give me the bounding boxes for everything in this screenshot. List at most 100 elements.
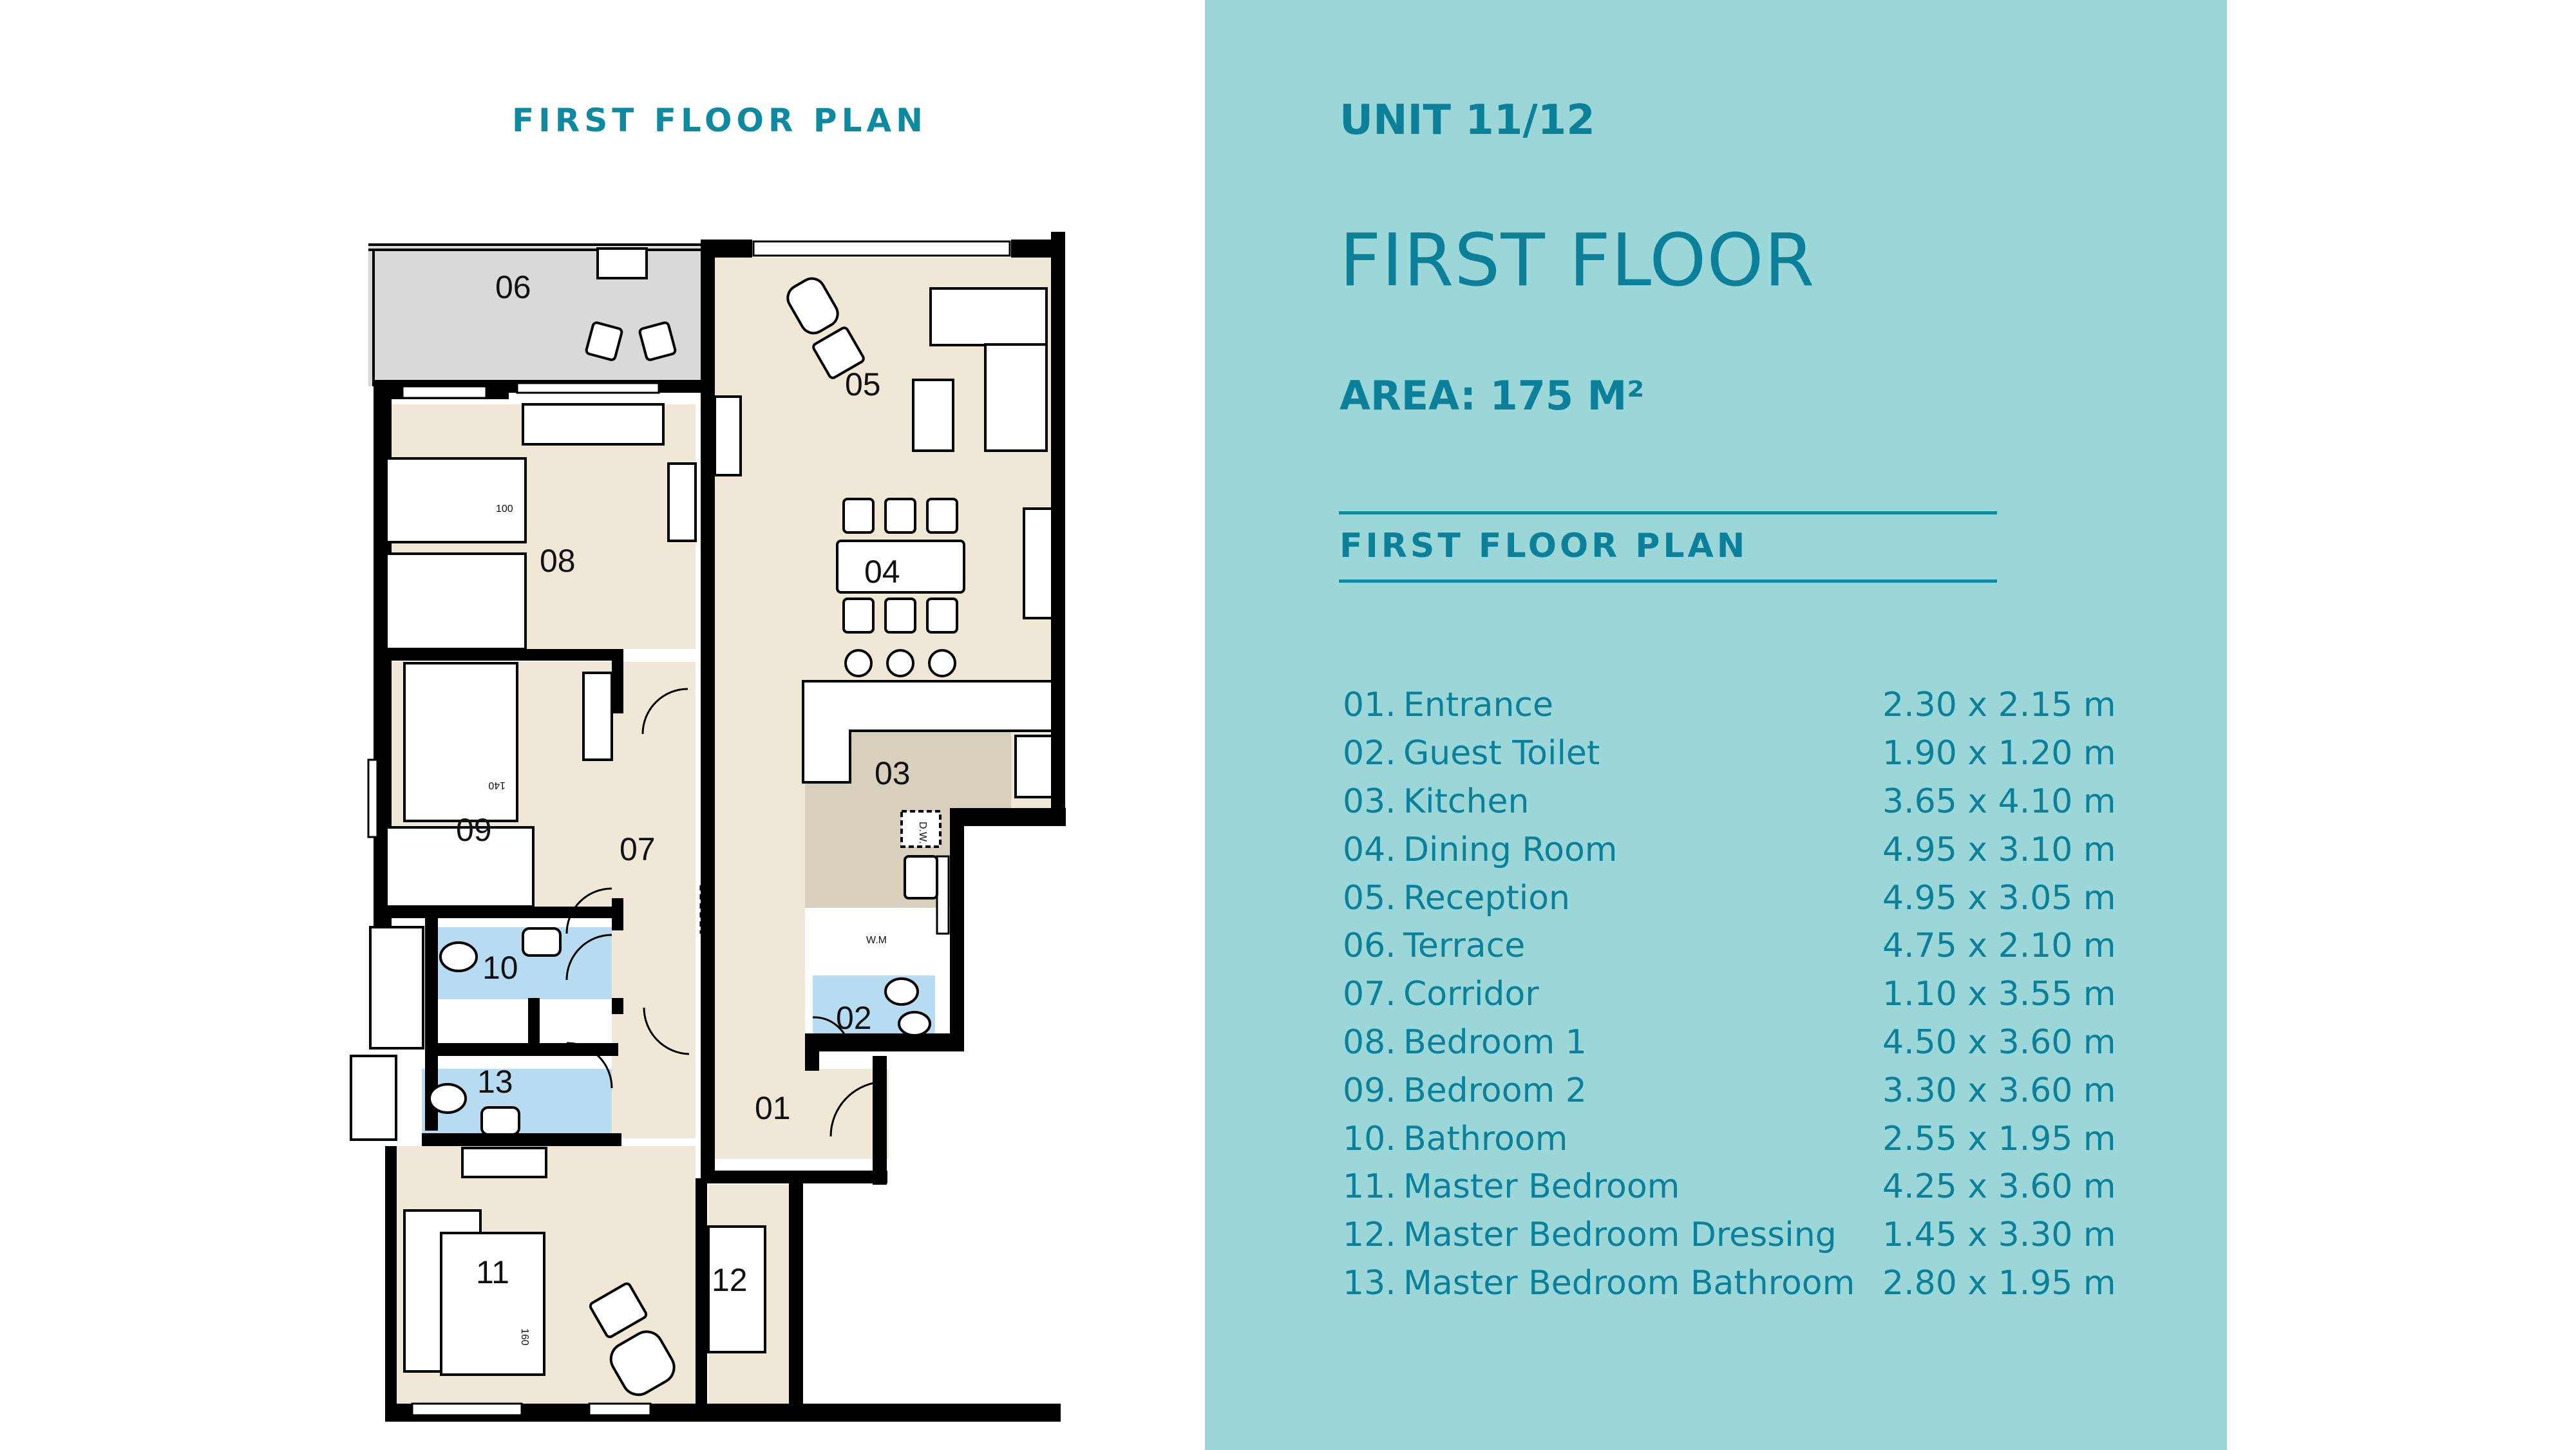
service-shaft: [350, 1055, 397, 1141]
room-label-05: 05: [845, 366, 881, 402]
entrance-floor: [715, 1069, 889, 1159]
bed-08b: [385, 552, 527, 650]
room-name: Master Bedroom Dressing: [1403, 1216, 1837, 1255]
door-corridor: [643, 1007, 690, 1055]
room-label-08: 08: [540, 543, 576, 579]
reception-sofa: [984, 343, 1048, 452]
toilet-02: [898, 1011, 931, 1037]
corridor-floor: [612, 662, 696, 1138]
room-row: 03.Kitchen 3.65 x 4.10 m: [1343, 778, 2141, 826]
unit-info-panel: UNIT 11/12 FIRST FLOOR AREA: 175 M² FIRS…: [1205, 0, 2227, 1450]
kitchen-sink: [904, 855, 938, 899]
furniture: [350, 247, 1054, 1397]
room-dimensions: 2.30 x 2.15 m: [1882, 686, 2116, 725]
room-name: Master Bedroom Bathroom: [1403, 1263, 1855, 1303]
bar-stool: [886, 649, 914, 677]
washing-machine-label: W.M: [866, 935, 887, 946]
terrace-steps: [596, 247, 648, 279]
bed-09: [403, 662, 518, 822]
room-name: Terrace: [1403, 927, 1526, 966]
room-name: Bathroom: [1403, 1119, 1568, 1158]
room-dimensions: 3.30 x 3.60 m: [1882, 1071, 2116, 1110]
room-name: Guest Toilet: [1403, 734, 1600, 773]
room-dimensions: 4.75 x 2.10 m: [1882, 927, 2116, 966]
room-label-10: 10: [482, 950, 518, 986]
room-name: Corridor: [1403, 975, 1539, 1014]
toilet-13: [428, 1083, 467, 1114]
room-dimensions: 4.95 x 3.10 m: [1882, 830, 2116, 869]
bed-08: [385, 457, 527, 543]
room-dimensions: 3.65 x 4.10 m: [1882, 782, 2116, 821]
floor-title: FIRST FLOOR: [1340, 219, 1815, 303]
room-label-04: 04: [864, 554, 900, 590]
desk-08: [667, 462, 697, 542]
floor-plan-heading: FIRST FLOOR PLAN: [512, 102, 927, 139]
toilet-10: [439, 941, 478, 972]
divider-top: [1339, 511, 1997, 514]
unit-area: AREA: 175 M²: [1340, 372, 1645, 419]
vanity-11: [461, 1147, 547, 1178]
room-label-09: 09: [456, 812, 492, 848]
door-09: [641, 688, 688, 735]
reception-desk: [929, 287, 1048, 346]
room-dimensions: 4.50 x 3.60 m: [1882, 1022, 2116, 1062]
dining-chair: [926, 498, 958, 534]
ottoman: [812, 326, 865, 379]
room-label-11: 11: [476, 1254, 509, 1290]
shower-area: [438, 999, 612, 1051]
terrace-floor: [368, 245, 703, 386]
tv-cabinet: [714, 395, 742, 476]
room-dimensions: 4.25 x 3.60 m: [1882, 1167, 2116, 1207]
room-number: 12.: [1343, 1216, 1396, 1255]
terrace-chair: [638, 321, 677, 361]
room-number: 04.: [1343, 830, 1396, 869]
room-name: Bedroom 1: [1403, 1022, 1587, 1062]
sideboard: [1023, 507, 1054, 619]
armchair: [786, 277, 839, 335]
room-name: Kitchen: [1403, 782, 1530, 821]
room-number: 08.: [1343, 1022, 1396, 1062]
room-name: Bedroom 2: [1403, 1071, 1587, 1110]
room-label-07: 07: [620, 831, 656, 867]
dishwasher-label: D.W.: [917, 822, 928, 844]
stove: [1014, 735, 1054, 798]
room-dimensions: 1.45 x 3.30 m: [1882, 1216, 2116, 1255]
room-dimensions: 1.90 x 1.20 m: [1882, 734, 2116, 773]
doors: [565, 688, 886, 1137]
room-number: 05.: [1343, 878, 1396, 918]
room-dimensions: 2.80 x 1.95 m: [1882, 1263, 2116, 1303]
room-name: Reception: [1403, 878, 1570, 918]
wardrobe: [522, 403, 665, 446]
bar-stool: [844, 649, 873, 677]
room-labels: 01 02 03 04 05 06 07 08 09 10 11 12 13: [456, 269, 911, 1298]
room-name: Master Bedroom: [1403, 1167, 1680, 1207]
room-number: 01.: [1343, 686, 1396, 725]
room-label-02: 02: [836, 1000, 872, 1036]
desk-09: [582, 672, 613, 761]
room-number: 02.: [1343, 734, 1396, 773]
plan-section-label: FIRST FLOOR PLAN: [1340, 527, 1748, 565]
room-row: 02.Guest Toilet 1.90 x 1.20 m: [1343, 730, 2141, 778]
room-number: 03.: [1343, 782, 1396, 821]
room-dimensions: 1.10 x 3.55 m: [1882, 975, 2116, 1014]
room-label-06: 06: [495, 269, 531, 305]
room-number: 06.: [1343, 927, 1396, 966]
room-row: 12.Master Bedroom Dressing 1.45 x 3.30 m: [1343, 1211, 2141, 1259]
shower: [369, 926, 424, 1050]
basin-02: [884, 977, 919, 1006]
dining-chair: [926, 598, 958, 634]
room-label-12: 12: [712, 1262, 748, 1298]
coffee-table: [912, 379, 954, 452]
room-label-13: 13: [477, 1064, 513, 1100]
dining-table: [836, 540, 965, 594]
